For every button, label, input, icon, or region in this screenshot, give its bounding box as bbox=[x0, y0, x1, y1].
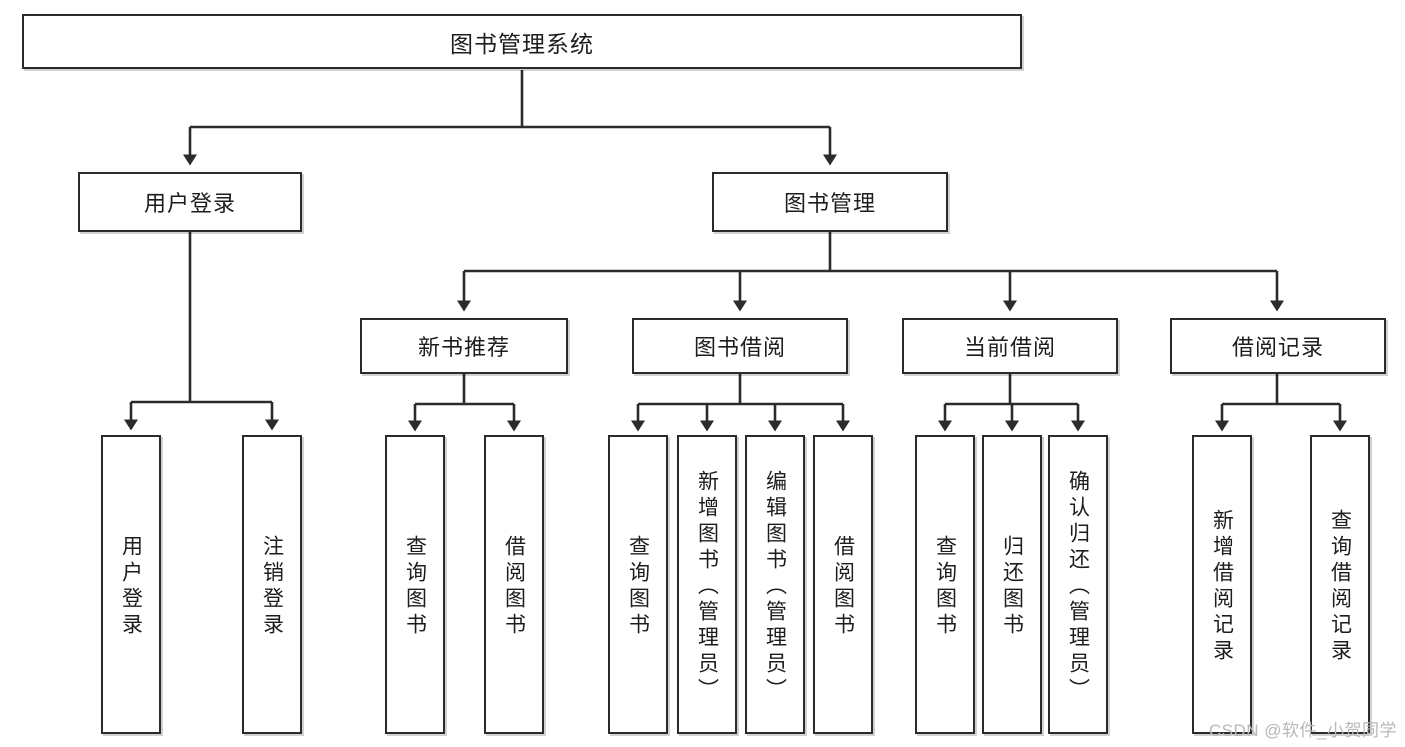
node-leaf-borrow-book-1[interactable]: 借阅图书 bbox=[484, 435, 544, 734]
node-borrow-record[interactable]: 借阅记录 bbox=[1170, 318, 1386, 374]
node-leaf-borrow-book-2[interactable]: 借阅图书 bbox=[813, 435, 873, 734]
node-leaf-query-book-3[interactable]: 查询图书 bbox=[915, 435, 975, 734]
node-leaf-confirm-return[interactable]: 确认归还（管理员） bbox=[1048, 435, 1108, 734]
node-user-login[interactable]: 用户登录 bbox=[78, 172, 302, 232]
node-leaf-confirm-return-label: 确认归还（管理员） bbox=[1066, 469, 1090, 704]
node-leaf-return-book-label: 归还图书 bbox=[1000, 534, 1024, 639]
node-leaf-query-book-3-label: 查询图书 bbox=[933, 534, 957, 639]
node-leaf-edit-book-label: 编辑图书（管理员） bbox=[763, 469, 787, 704]
node-leaf-edit-book[interactable]: 编辑图书（管理员） bbox=[745, 435, 805, 734]
node-leaf-query-book-2[interactable]: 查询图书 bbox=[608, 435, 668, 734]
node-leaf-borrow-book-1-label: 借阅图书 bbox=[502, 534, 526, 639]
node-borrow-record-label: 借阅记录 bbox=[1231, 335, 1324, 360]
node-leaf-return-book[interactable]: 归还图书 bbox=[982, 435, 1042, 734]
node-user-login-label: 用户登录 bbox=[143, 191, 236, 216]
node-leaf-query-record[interactable]: 查询借阅记录 bbox=[1310, 435, 1370, 734]
node-leaf-add-record-label: 新增借阅记录 bbox=[1210, 508, 1234, 665]
node-leaf-add-record[interactable]: 新增借阅记录 bbox=[1192, 435, 1252, 734]
node-root[interactable]: 图书管理系统 bbox=[22, 14, 1022, 69]
node-book-borrow[interactable]: 图书借阅 bbox=[632, 318, 848, 374]
node-leaf-query-book-1[interactable]: 查询图书 bbox=[385, 435, 445, 734]
node-leaf-query-book-1-label: 查询图书 bbox=[403, 534, 427, 639]
node-current-borrow[interactable]: 当前借阅 bbox=[902, 318, 1118, 374]
node-book-borrow-label: 图书借阅 bbox=[693, 335, 786, 360]
node-leaf-add-book-label: 新增图书（管理员） bbox=[695, 469, 719, 704]
node-leaf-user-login-label: 用户登录 bbox=[119, 534, 143, 639]
node-leaf-query-record-label: 查询借阅记录 bbox=[1328, 508, 1352, 665]
node-current-borrow-label: 当前借阅 bbox=[963, 335, 1056, 360]
node-book-manage[interactable]: 图书管理 bbox=[712, 172, 948, 232]
node-leaf-borrow-book-2-label: 借阅图书 bbox=[831, 534, 855, 639]
node-book-manage-label: 图书管理 bbox=[783, 191, 876, 216]
node-leaf-add-book[interactable]: 新增图书（管理员） bbox=[677, 435, 737, 734]
node-new-book-rec-label: 新书推荐 bbox=[417, 335, 510, 360]
node-leaf-user-login[interactable]: 用户登录 bbox=[101, 435, 161, 734]
watermark-text: CSDN @软件_小贺同学 bbox=[1208, 721, 1397, 740]
node-new-book-rec[interactable]: 新书推荐 bbox=[360, 318, 568, 374]
node-root-label: 图书管理系统 bbox=[450, 30, 594, 57]
node-leaf-query-book-2-label: 查询图书 bbox=[626, 534, 650, 639]
node-leaf-logout-label: 注销登录 bbox=[260, 534, 284, 639]
node-leaf-logout[interactable]: 注销登录 bbox=[242, 435, 302, 734]
